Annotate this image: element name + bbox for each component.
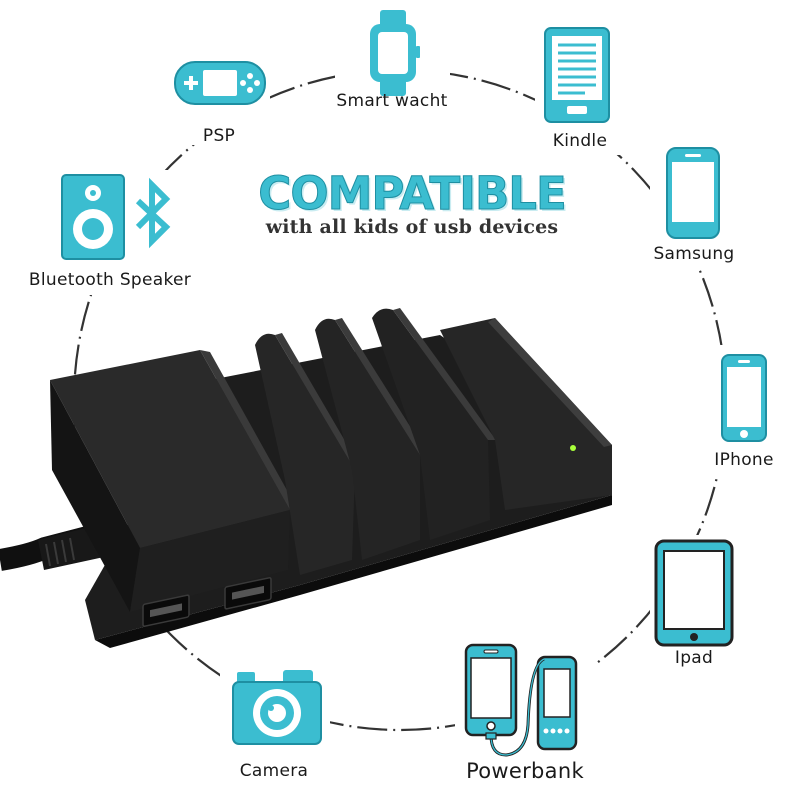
device-label-ipad: Ipad [674,648,714,668]
device-label-speaker: Bluetooth Speaker [28,270,192,290]
headline-subtitle: with all kids of usb devices [265,216,559,238]
tablet-icon [654,539,734,647]
device-label-kindle: Kindle [552,131,608,151]
charging-dock-image [0,308,612,648]
device-label-smartwatch: Smart wacht [336,91,448,111]
device-label-powerbank: Powerbank [466,759,584,783]
iphone-icon [721,354,767,442]
game-console-icon [174,61,266,105]
usb-port [142,594,190,627]
smartphone-icon [666,147,720,239]
device-label-camera: Camera [239,761,309,781]
headline: COMPATIBLE with all kids of usb devices [258,167,567,238]
device-label-samsung: Samsung [653,244,735,264]
smartwatch-icon [370,10,420,96]
ereader-icon [544,27,610,123]
camera-icon [232,670,322,745]
status-led [570,445,576,451]
powerbank-icon [464,643,578,757]
headline-title: COMPATIBLE [258,167,567,220]
bluetooth-speaker-icon [61,174,171,260]
usb-port [224,577,272,610]
device-label-psp: PSP [202,126,236,146]
device-label-iphone: IPhone [714,450,774,470]
